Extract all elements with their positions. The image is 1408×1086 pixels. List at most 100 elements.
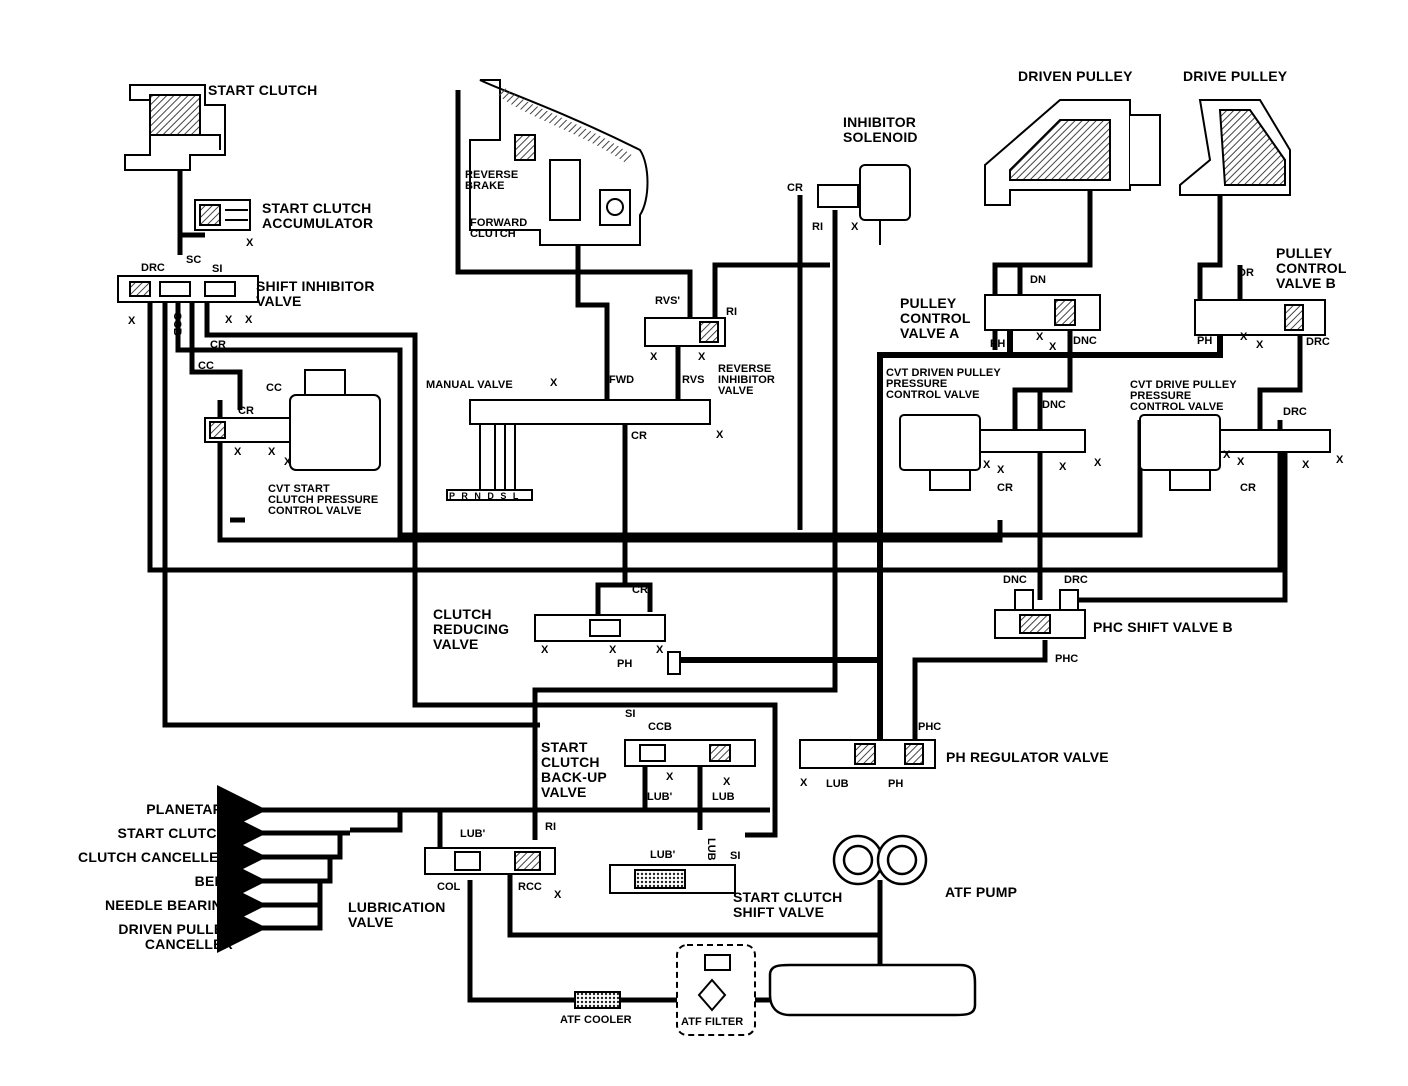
output-arrows — [217, 785, 350, 953]
reverse-brake-line-1: REVERSE — [465, 169, 519, 181]
port-tag-fwd: FWD — [609, 374, 635, 386]
port-tag-x-18: X — [1094, 457, 1102, 469]
port-tag-ccb-backup: CCB — [648, 721, 672, 733]
phc-shift-valve-b-label: PHC SHIFT VALVE B — [1093, 619, 1233, 635]
ph-main-line — [670, 330, 1223, 760]
start-clutch-accumulator-line-1: START CLUTCH — [262, 200, 372, 216]
port-tag-x-29: X — [554, 889, 562, 901]
phc-shift-valve-b-symbol — [994, 589, 1086, 639]
port-tag-ccb-vertical: CCB — [171, 312, 183, 336]
start-clutch-backup-valve-line-2: CLUTCH — [541, 754, 600, 770]
port-tag-ph-regulator: PH — [888, 778, 904, 790]
atf-filter-label: ATF FILTER — [681, 1016, 744, 1028]
port-tag-ri: RI — [726, 306, 737, 318]
port-tag-si-shift: SI — [730, 850, 741, 862]
port-tag-x-16: X — [997, 464, 1005, 476]
port-tag-drc: DRC — [141, 262, 165, 274]
forward-clutch-line-1: FORWARD — [470, 217, 528, 229]
port-tag-x-14: X — [1256, 339, 1264, 351]
shift-inhibitor-valve-symbol — [117, 275, 259, 303]
port-tag-x-5: X — [268, 446, 276, 458]
clutch-reducing-valve-line-3: VALVE — [433, 636, 479, 652]
lubrication-valve-line-1: LUBRICATION — [348, 899, 446, 915]
port-tag-x-27: X — [723, 776, 731, 788]
atf-cooler-symbol — [574, 991, 621, 1009]
port-tag-drc-pcv: DRC — [1283, 406, 1307, 418]
port-tag-x-8: X — [698, 351, 706, 363]
port-tag-x-19: X — [1223, 449, 1231, 461]
output-needle-bearing: NEEDLE BEARING — [104, 897, 233, 913]
cvt-start-clutch-pcv-symbol — [204, 369, 381, 471]
cvt-driven-pulley-pcv-label: CVT DRIVEN PULLEY PRESSURE CONTROL VALVE — [886, 368, 1001, 401]
port-tag-phc-2: PHC — [918, 721, 942, 733]
output-planetary: PLANETARY — [146, 801, 232, 817]
port-tag-x-9: X — [550, 377, 558, 389]
cvt-start-clutch-pcv-line-3: CONTROL VALVE — [268, 505, 362, 517]
start-clutch-label: START CLUTCH — [208, 82, 318, 98]
cvt-drive-pulley-pcv-line-2: PRESSURE — [1130, 390, 1192, 402]
inhibitor-solenoid-label: INHIBITOR SOLENOID — [843, 115, 918, 145]
lubrication-valve-symbol — [424, 847, 556, 875]
start-clutch-backup-valve-line-4: VALVE — [541, 784, 587, 800]
port-tag-si-backup: SI — [625, 708, 636, 720]
reverse-brake-line-2: BRAKE — [465, 180, 505, 192]
ph-regulator-valve-label: PH REGULATOR VALVE — [946, 749, 1109, 765]
pulley-control-valve-a-label: PULLEY CONTROL VALVE A — [900, 296, 971, 341]
hydraulic-passages — [147, 90, 1303, 1003]
start-clutch-shift-valve-symbol — [609, 864, 736, 894]
shift-inhibitor-valve-line-2: VALVE — [256, 293, 302, 309]
reverse-inhibitor-valve-label: REVERSE INHIBITOR VALVE — [718, 364, 775, 397]
port-tag-x-12: X — [1049, 341, 1057, 353]
port-tag-cr-driven: CR — [997, 482, 1013, 494]
port-tag-drc-b: DRC — [1306, 336, 1330, 348]
port-tag-x-2: X — [225, 314, 233, 326]
port-tag-cc-2: CC — [266, 382, 282, 394]
driven-pulley-symbol — [984, 99, 1161, 206]
port-tag-x-1: X — [128, 315, 136, 327]
output-start-clutch: START CLUTCH — [117, 825, 227, 841]
inhibitor-solenoid-symbol — [817, 164, 911, 245]
driven-pulley-label: DRIVEN PULLEY — [1018, 68, 1133, 84]
pulley-control-valve-a-line-2: CONTROL — [900, 310, 971, 326]
cvt-start-clutch-pcv-label: CVT START CLUTCH PRESSURE CONTROL VALVE — [268, 484, 378, 517]
pulley-control-valve-b-line-1: PULLEY — [1276, 245, 1333, 261]
start-clutch-shift-valve-label: START CLUTCH SHIFT VALVE — [733, 890, 842, 920]
cvt-driven-pulley-pcv-line-3: CONTROL VALVE — [886, 389, 980, 401]
port-tag-x-25: X — [656, 644, 664, 656]
cvt-drive-pulley-pcv-line-3: CONTROL VALVE — [1130, 401, 1224, 413]
pulley-control-valve-b-symbol — [1194, 299, 1326, 336]
port-tag-x-accumulator: X — [246, 237, 254, 249]
port-tag-x-13: X — [1240, 331, 1248, 343]
port-tag-x-15: X — [983, 459, 991, 471]
output-driven-pulley-canceller: DRIVEN PULLEY CANCELLER — [40, 922, 233, 952]
port-tag-x-17: X — [1059, 461, 1067, 473]
start-clutch-accumulator-label: START CLUTCH ACCUMULATOR — [262, 201, 373, 231]
start-clutch-backup-valve-label: START CLUTCH BACK-UP VALVE — [541, 740, 607, 800]
clutch-reducing-valve-line-1: CLUTCH — [433, 606, 492, 622]
lubrication-valve-label: LUBRICATION VALVE — [348, 900, 446, 930]
manual-valve-label: MANUAL VALVE — [426, 379, 513, 391]
inhibitor-solenoid-line-2: SOLENOID — [843, 129, 918, 145]
port-tag-rvs-prime: RVS' — [655, 295, 681, 307]
reverse-inhibitor-valve-line-3: VALVE — [718, 385, 754, 397]
port-tag-x-10: X — [716, 429, 724, 441]
port-tag-drc-phc: DRC — [1064, 574, 1088, 586]
cvt-start-clutch-pcv-line-1: CVT START — [268, 483, 330, 495]
shift-inhibitor-valve-label: SHIFT INHIBITOR VALVE — [256, 279, 375, 309]
cvt-driven-pulley-pcv-symbol — [899, 414, 1086, 491]
port-tag-dnc-pcv: DNC — [1042, 399, 1066, 411]
manual-valve-positions: P R N D S L — [449, 491, 521, 501]
port-tag-x-26: X — [666, 771, 674, 783]
atf-pump-symbol — [832, 834, 928, 886]
reverse-inhibitor-valve-line-2: INHIBITOR — [718, 374, 775, 386]
pulley-control-valve-b-line-3: VALVE B — [1276, 275, 1336, 291]
drive-pulley-label: DRIVE PULLEY — [1183, 68, 1288, 84]
cvt-drive-pulley-pcv-symbol — [1139, 414, 1331, 491]
manual-valve-symbol — [446, 399, 711, 501]
port-tag-cr-drive: CR — [1240, 482, 1256, 494]
cvt-drive-pulley-pcv-label: CVT DRIVE PULLEY PRESSURE CONTROL VALVE — [1130, 380, 1237, 413]
clutch-reducing-valve-line-2: REDUCING — [433, 621, 510, 637]
port-tag-phc-1: PHC — [1055, 653, 1079, 665]
port-tag-sc: SC — [186, 254, 202, 266]
